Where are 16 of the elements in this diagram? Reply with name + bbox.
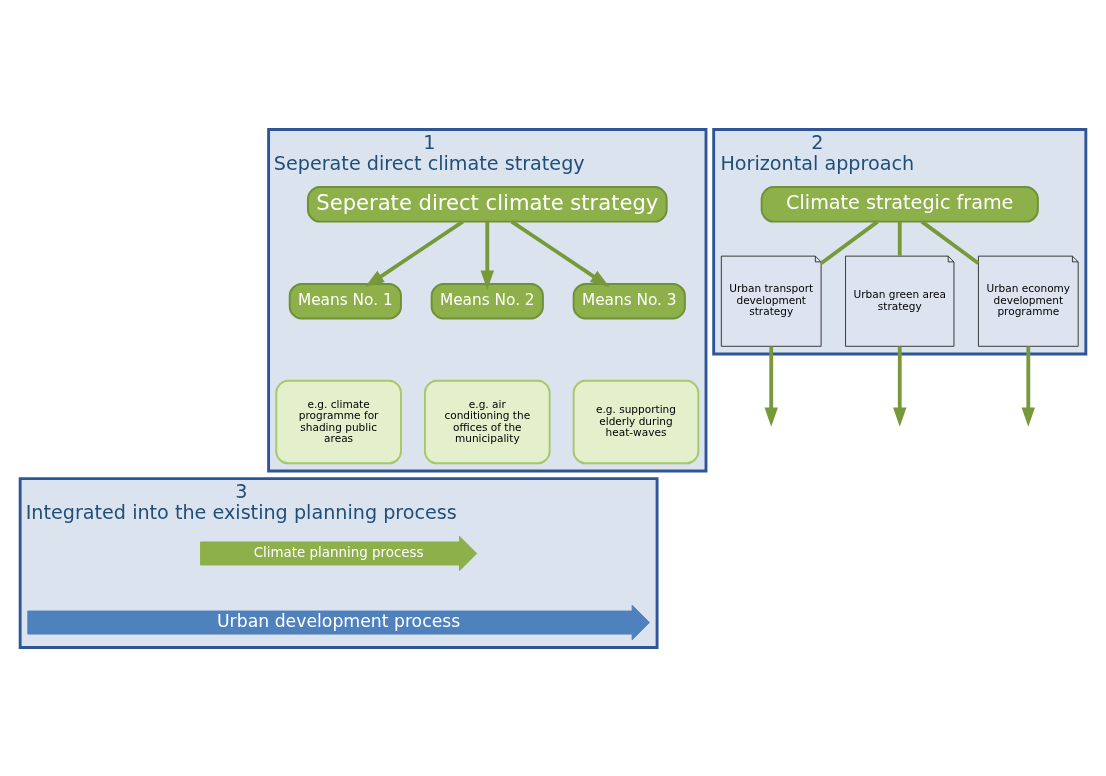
arrow <box>1021 345 1036 427</box>
node-box: Means No. 3 <box>572 282 686 319</box>
arrow <box>764 345 778 427</box>
connector <box>897 221 902 256</box>
node-box: e.g. climate programme for shading public areas <box>275 379 402 464</box>
arrow <box>365 219 464 287</box>
node-box: Means No. 1 <box>288 282 402 319</box>
connector <box>820 219 879 265</box>
node-box: Seperate direct climate strategy <box>306 185 668 223</box>
node-box: Climate strategic frame <box>760 185 1039 223</box>
arrow <box>510 219 610 287</box>
arrow <box>480 221 495 290</box>
node-box: e.g. air conditioning the offices of the municipality <box>424 379 551 464</box>
node-box: Means No. 2 <box>430 282 544 319</box>
arrow <box>893 345 907 427</box>
node-box: e.g. supporting elderly during heat-waves <box>572 379 700 464</box>
